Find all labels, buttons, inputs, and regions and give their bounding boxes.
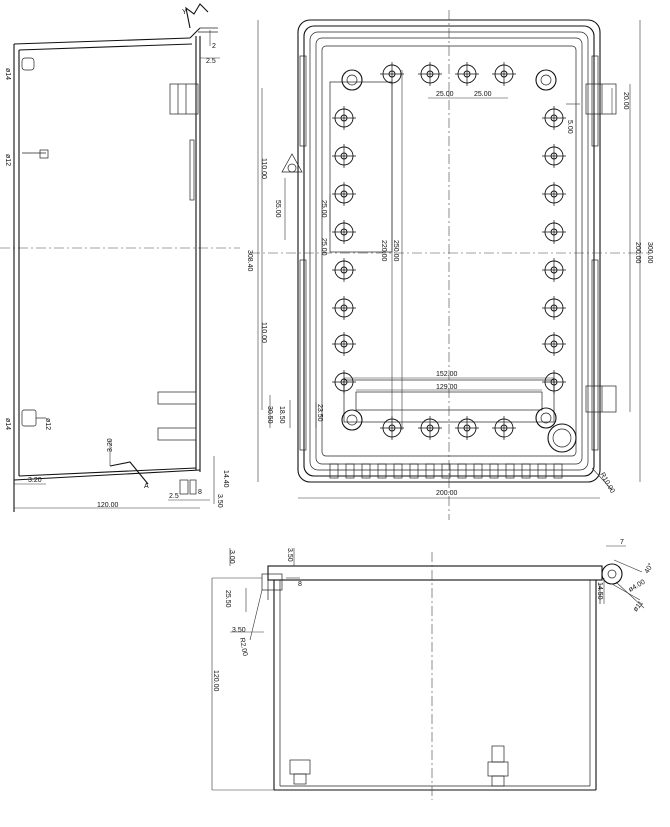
front-23-50-dim: 23.50 <box>316 404 323 422</box>
side-label-a: A <box>144 483 149 490</box>
side-label-y: Y <box>182 9 187 16</box>
front-129-dim: 129.00 <box>436 384 458 391</box>
bottom-ribs <box>329 463 563 479</box>
front-5-dim: 5.00 <box>566 120 573 134</box>
front-20-dim: 20.00 <box>622 92 629 110</box>
front-radius-dim: R10.00 <box>598 472 615 495</box>
front-view <box>250 10 650 520</box>
front-200-dim: 200.00 <box>634 242 641 264</box>
bottom-8-dim: 8 <box>298 581 302 588</box>
side-view <box>0 3 240 512</box>
bottom-3-00-dim: 3.00 <box>228 550 235 564</box>
front-25-a-dim: 25.00 <box>436 91 454 98</box>
bottom-view <box>261 552 623 800</box>
front-30-50-dim: 30.50 <box>266 406 273 424</box>
side-3-50-dim: 3.50 <box>216 494 223 508</box>
side-14-40-dim: 14.40 <box>222 470 229 488</box>
bottom-3-50-mid-dim: 3.50 <box>232 627 246 634</box>
front-300-dim: 300.00 <box>646 242 653 264</box>
front-height-dim: 308.40 <box>246 250 253 272</box>
bottom-3-50-top-dim: 3.50 <box>286 548 293 562</box>
side-dia-12-mid: ø12 <box>4 154 11 166</box>
front-18-50-dim: 18.50 <box>278 406 285 424</box>
bottom-14-50-dim: 14.50 <box>596 582 603 600</box>
front-25-v2-dim: 25.00 <box>320 238 327 256</box>
side-2-dim: 2 <box>212 43 216 50</box>
front-152-dim: 152.00 <box>436 371 458 378</box>
bottom-25-50-dim: 25.50 <box>224 590 231 608</box>
side-dia-14-top: ø14 <box>4 68 11 80</box>
front-dimension-lines <box>257 20 641 499</box>
bottom-dia-11-dim: ø11 <box>632 600 645 613</box>
front-width-dim: 200.00 <box>436 490 458 497</box>
side-2-5-bottom-dim: 2.5 <box>169 493 179 500</box>
side-3-20-bottom-dim: 3.20 <box>28 477 42 484</box>
side-8-dim: 8 <box>198 489 202 496</box>
front-25-v1-dim: 25.00 <box>320 200 327 218</box>
bottom-7-dim: 7 <box>620 539 624 546</box>
front-250-dim: 250.00 <box>392 240 399 262</box>
bottom-40-deg-dim: 40° <box>643 562 655 575</box>
side-dia-12-bottom: ø12 <box>44 418 51 430</box>
side-width-dim: 120.00 <box>97 502 119 509</box>
bottom-r2-dim: R2.00 <box>238 637 248 657</box>
front-25-b-dim: 25.00 <box>474 91 492 98</box>
front-110-bottom-dim: 110.00 <box>260 322 267 343</box>
side-3-20-inner-dim: 3.20 <box>107 438 114 452</box>
bottom-dimension-lines <box>211 545 645 791</box>
bottom-dia-4-dim: ø4.00 <box>628 579 647 594</box>
front-220-dim: 220.00 <box>380 240 387 262</box>
front-110-top-dim: 110.00 <box>260 158 267 179</box>
side-dia-14-bottom: ø14 <box>4 418 11 430</box>
bottom-120-dim: 120.00 <box>212 670 219 692</box>
side-2-5-top-dim: 2.5 <box>206 58 216 65</box>
front-55-dim: 55.00 <box>274 200 281 218</box>
